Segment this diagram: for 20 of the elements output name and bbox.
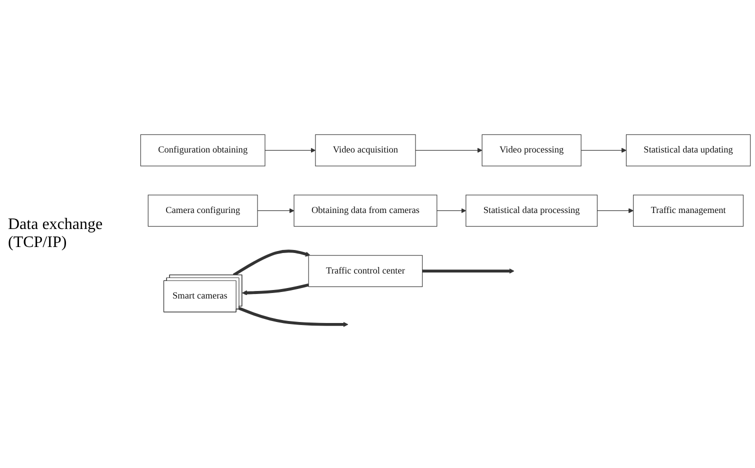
node-box: Statistical data processing — [466, 194, 598, 227]
note-text: Data exchange (TCP/IP) — [8, 216, 104, 252]
node-box: Traffic control center — [308, 255, 423, 288]
node-box: Video processing — [482, 134, 582, 166]
node-box: Video acquisition — [315, 134, 416, 166]
node-box: Traffic management — [633, 194, 744, 227]
arrow — [232, 250, 310, 276]
arrow — [238, 307, 348, 328]
node-box: Statistical data updating — [626, 134, 751, 166]
arrow — [596, 208, 634, 214]
node-box: Camera configuring — [148, 194, 258, 227]
node-box: Configuration obtaining — [140, 134, 266, 166]
arrow — [422, 268, 514, 274]
arrow — [264, 148, 316, 153]
arrow — [257, 208, 294, 214]
arrow — [415, 148, 482, 153]
arrow — [242, 284, 309, 296]
node-box: Obtaining data from cameras — [294, 194, 438, 227]
arrow — [436, 208, 466, 214]
arrow — [580, 148, 626, 153]
